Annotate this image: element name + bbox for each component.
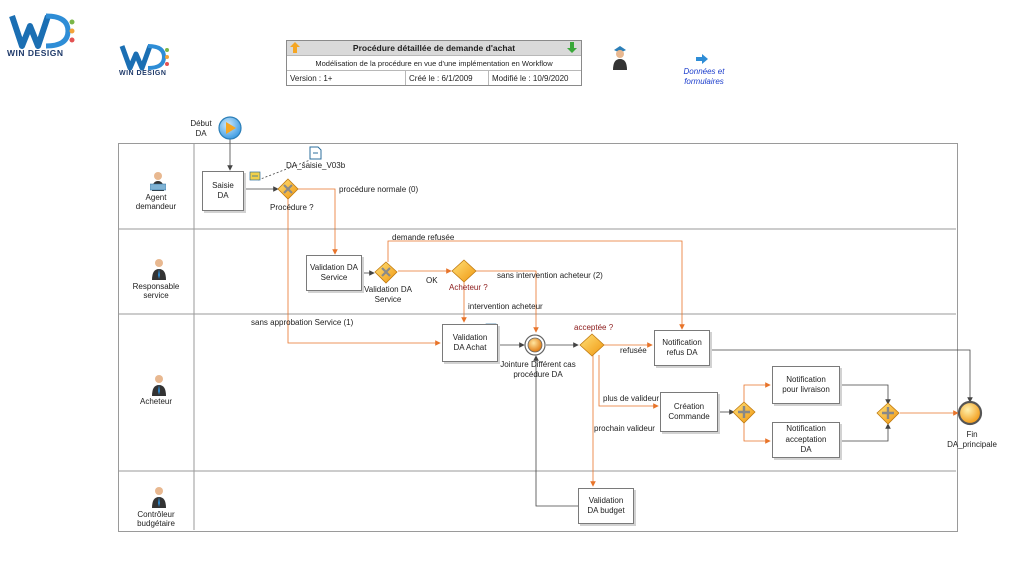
flow-acceptation-to-parallel — [840, 423, 891, 442]
gateway-acheteur-label: Acheteur ? — [449, 283, 488, 292]
task-creation-commande[interactable]: Création Commande — [660, 392, 718, 432]
task-saisie-da[interactable]: Saisie DA — [202, 171, 244, 211]
end-event-icon — [957, 400, 983, 426]
data-object-label: DA_saisie_V03b — [286, 161, 346, 170]
arrow-right-icon[interactable] — [696, 54, 708, 64]
flow-parallel-to-livraison — [743, 382, 771, 402]
arrow-up-icon — [290, 42, 300, 53]
gateway-procedure-icon — [277, 178, 299, 200]
gateway-validation-service-icon — [374, 261, 398, 284]
flow-label-plus-de-valideur: plus de valideur — [603, 394, 660, 403]
info-version: Version : 1+ — [287, 71, 406, 85]
wd-mark-icon — [9, 13, 75, 49]
task-notification-acceptation[interactable]: Notification acceptation DA — [772, 422, 840, 458]
lane-icon-agent — [150, 171, 166, 191]
arrow-down-icon — [567, 42, 577, 53]
gateway-parallel-split-icon — [732, 401, 756, 424]
form-icon — [249, 171, 261, 181]
flow-sans-approbation — [287, 199, 441, 346]
lane-label-agent: Agent demandeur — [135, 193, 177, 211]
gateway-procedure-label: Procédure ? — [270, 203, 314, 212]
info-modified: Modifié le : 10/9/2020 — [492, 73, 569, 83]
person-icon — [612, 46, 628, 70]
info-title: Procédure détaillée de demande d'achat — [352, 43, 516, 53]
lane-label-responsable: Responsable service — [132, 282, 180, 300]
lane-label-controleur: Contrôleur budgétaire — [137, 510, 175, 528]
start-event-icon — [218, 116, 242, 140]
end-event-label: Fin DA_principale — [947, 430, 997, 449]
task-validation-achat[interactable]: Validation DA Achat — [442, 324, 498, 362]
flow-demande-refusee — [387, 240, 685, 330]
data-forms-link[interactable]: Données et formulaires — [683, 67, 725, 86]
flow-sans-intervention — [474, 270, 539, 333]
lane-icon-responsable — [151, 258, 167, 280]
flow-label-demande-refusee: demande refusée — [392, 233, 455, 242]
lane-label-acheteur: Acheteur — [139, 397, 173, 406]
flow-parallel-to-acceptation — [743, 422, 771, 444]
flow-label-procedure-normale: procédure normale (0) — [339, 185, 419, 194]
flow-label-sans-intervention: sans intervention acheteur (2) — [497, 271, 603, 280]
info-meta-row: Version : 1+ Créé le : 6/1/2009 Modifié … — [287, 71, 581, 85]
windesign-logo-small: WIN DESIGN — [118, 42, 170, 82]
join-event-label: Jointure Différent cas procédure DA — [500, 360, 576, 379]
flow-budget-to-join — [533, 355, 578, 507]
flow-refus-to-end — [710, 349, 973, 403]
flow-livraison-to-parallel — [840, 384, 891, 405]
gateway-acceptee-icon — [579, 333, 605, 357]
task-notification-livraison[interactable]: Notification pour livraison — [772, 366, 840, 404]
brand-text: WIN DESIGN — [7, 48, 64, 58]
brand-text: WIN DESIGN — [119, 70, 167, 77]
gateway-parallel-join-icon — [876, 402, 900, 425]
flow-label-prochain-valideur: prochain valideur — [594, 424, 655, 433]
windesign-logo-large: WIN DESIGN — [6, 10, 76, 62]
process-pool — [118, 143, 958, 532]
lane-icon-acheteur — [151, 374, 167, 396]
gateway-acheteur-icon — [451, 259, 477, 283]
flow-procedure-normale — [298, 188, 338, 255]
gateway-validation-service-label: Validation DA Service — [364, 285, 412, 304]
wd-mark-icon — [119, 44, 169, 71]
info-table: Procédure détaillée de demande d'achat M… — [286, 40, 582, 86]
task-validation-service[interactable]: Validation DA Service — [306, 255, 362, 291]
task-notification-refus[interactable]: Notification refus DA — [654, 330, 710, 366]
flow-label-refusee: refusée — [620, 346, 647, 355]
lane-icon-controleur — [151, 486, 167, 508]
flow-label-ok: OK — [426, 276, 438, 285]
flow-label-intervention: intervention acheteur — [468, 302, 543, 311]
gateway-acceptee-label: acceptée ? — [574, 323, 614, 332]
task-validation-budget[interactable]: Validation DA budget — [578, 488, 634, 524]
join-event-icon — [524, 334, 546, 356]
data-object-icon — [309, 146, 322, 160]
info-subtitle: Modélisation de la procédure en vue d'un… — [315, 58, 553, 68]
info-created: Créé le : 6/1/2009 — [406, 71, 489, 85]
flow-label-sans-approbation: sans approbation Service (1) — [251, 318, 354, 327]
info-subtitle-row: Modélisation de la procédure en vue d'un… — [287, 56, 581, 71]
data-association — [257, 159, 311, 181]
flow-plus-de-valideur — [598, 355, 659, 409]
start-event-label: Début DA — [190, 119, 212, 138]
info-title-row: Procédure détaillée de demande d'achat — [287, 41, 581, 56]
